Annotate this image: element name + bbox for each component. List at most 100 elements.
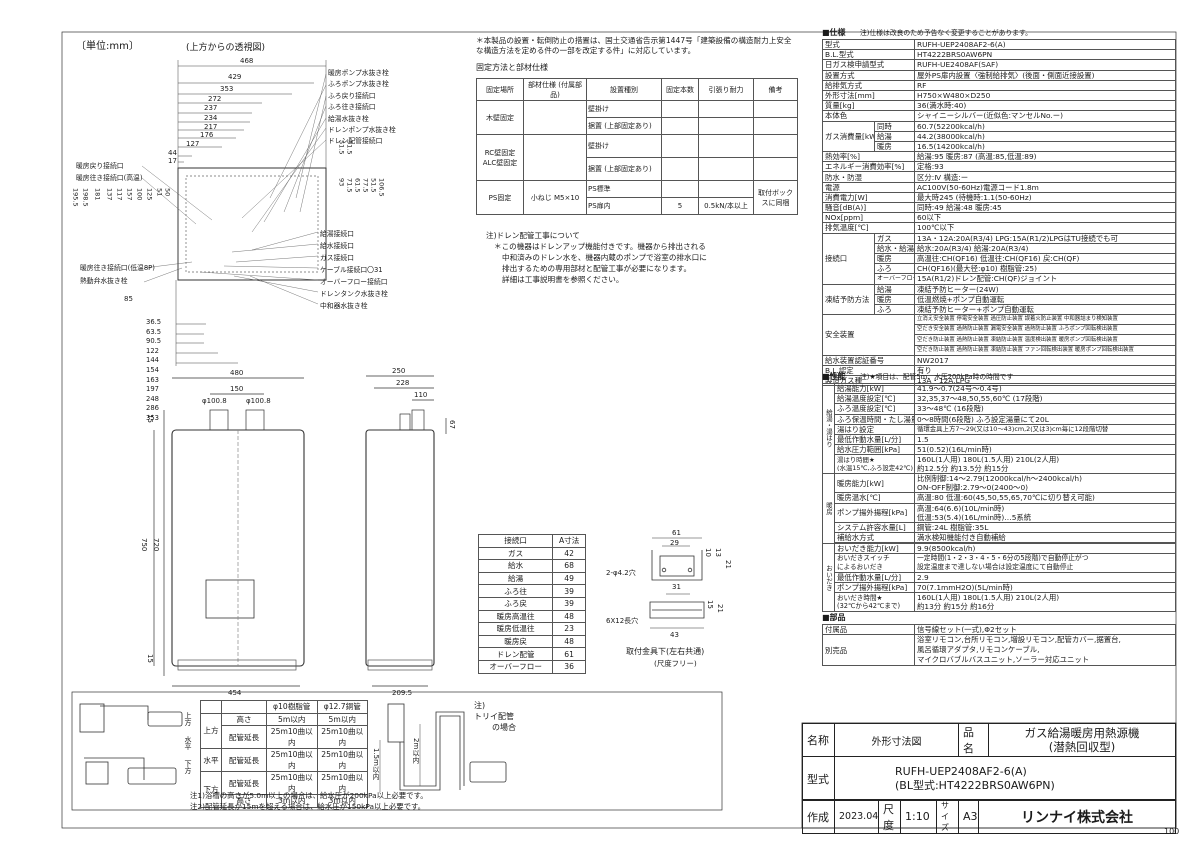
front-base: 454: [228, 689, 242, 697]
bracket-slots: 6X12長穴: [606, 617, 639, 625]
side-width: 250: [392, 367, 406, 375]
label-bath-pump-drain: ふろポンプ水抜き栓: [328, 80, 389, 89]
top-view-label: (上方からの透視図): [186, 43, 266, 53]
side-height: 67: [448, 420, 456, 429]
pipe-label-horizontal: 水平: [184, 736, 192, 750]
spec-title: ■仕様: [822, 28, 846, 37]
pipe-label-down: 下方: [184, 760, 192, 774]
hinmei-label: 品名: [958, 723, 989, 757]
right-connection-labels-lower: 給湯接続口 給水接続口 ガス接続口 ケーブル接続口〇31 オーバーフロー接続口 …: [320, 230, 388, 310]
front-bottom: 15: [146, 654, 154, 663]
label-drain-pipe: ドレン配管接続口: [328, 137, 383, 146]
label-heating-supply-low: 暖房往き接続口(低温8P): [80, 264, 155, 272]
bottom-dims: 36.5 63.5 90.5 122 144 154 163 197 248 2…: [146, 318, 162, 422]
bracket-h3: 21: [724, 560, 732, 569]
front-duct-2: φ100.8: [246, 397, 271, 405]
dim-85: 85: [124, 295, 133, 303]
date: 2023.04: [834, 799, 879, 834]
scale-label: 尺度: [878, 799, 901, 834]
bracket-caption-2: (尺度フリー): [654, 659, 697, 668]
fix-method-table: 固定場所 部材仕様 (付属部品) 設置種別 固定本数 引張り耐力 備考 木壁固定…: [476, 78, 798, 215]
label-neutralizer-drain: 中和器水抜き栓: [320, 302, 368, 310]
front-height-inner: 720: [152, 538, 160, 552]
side-width-2: 228: [396, 379, 410, 387]
bracket-d1: 31: [672, 583, 681, 591]
perf-table: 給湯・湯はり給湯能力[kW]41.9～0.7(24号～0.4号) 給湯温度設定[…: [822, 382, 1176, 613]
label-heating-return: 暖房戻り接続口: [76, 162, 124, 170]
parts-table: 付属品信号線セット(一式),Φ2セット 別売品浴室リモコン,台所リモコン,増設リ…: [822, 623, 1176, 667]
installation-notice: ＊本製品の設置・転倒防止の措置は、国土交通省告示第1447号「建築設備の構造耐力…: [476, 36, 792, 55]
page-number: 100: [1164, 827, 1180, 836]
side-width-3: 110: [414, 391, 428, 399]
drain-note: 注)ドレン配管工事について ＊この機器はドレンアップ機能付きです。機器から排出さ…: [486, 231, 707, 284]
trap-dim-1: 1.5m以内: [372, 748, 380, 780]
front-duct-1: φ100.8: [202, 397, 227, 405]
hinmei-value: ガス給湯暖房用熱源機 (潜熱回収型): [988, 723, 1176, 757]
name-label: 名称: [802, 723, 835, 757]
left-connection-labels-lower: 暖房往き接続口(低温8P) 熱動弁水抜き栓: [80, 262, 155, 288]
side-base: 209.5: [392, 689, 413, 697]
dim-468: 468: [240, 57, 254, 65]
title-block-bottom: 作成 2023.04 尺度 1:10 サイズ A3 リンナイ株式会社: [802, 799, 1176, 834]
dim-217: 217: [204, 123, 218, 131]
trap-note: 注) トリイ配管 の場合: [474, 701, 516, 732]
label-bath-return: ふろ戻り接続口: [328, 91, 376, 100]
company-name: リンナイ株式会社: [978, 799, 1176, 834]
bracket-h5: 21: [716, 604, 724, 613]
label-cable: ケーブル接続口: [320, 266, 368, 274]
spec-note: 注)仕様は改良のため予告なく変更することがあります。: [860, 29, 1032, 37]
bracket-d2: 43: [670, 631, 679, 639]
bracket-width: 61: [672, 529, 681, 537]
label-thermal-valve-drain: 熱動弁水抜き栓: [80, 277, 128, 285]
left-connection-labels: 暖房戻り接続口 暖房往き接続口(高温): [76, 160, 142, 184]
dim-353: 353: [220, 85, 234, 93]
bracket-h4: 15: [706, 600, 714, 609]
model-label: 型式: [802, 756, 835, 801]
parts-title: ■部品: [822, 613, 846, 622]
label-hot-water-drain: 給湯水抜き栓: [328, 114, 369, 123]
dim-17: 17: [168, 157, 177, 165]
bracket-h1: 10: [704, 548, 712, 557]
label-overflow: オーバーフロー接続口: [320, 278, 388, 286]
label-gas-inlet: ガス接続口: [320, 254, 354, 262]
unit-label: 〔単位:mm〕: [76, 41, 139, 52]
perf-title: ■性能: [822, 372, 846, 381]
fix-method-title: 固定方法と部材仕様: [476, 63, 548, 72]
front-width: 480: [230, 369, 244, 377]
right-vertical-dims: 51.5 31.5 93 71.5 61.5 77.5 51.5 106.5: [337, 140, 386, 197]
right-connection-labels: 暖房ポンプ水抜き栓 ふろポンプ水抜き栓 ふろ戻り接続口 ふろ往き接続口 給湯水抜…: [328, 68, 396, 148]
label-water-inlet: 給水接続口: [320, 242, 354, 250]
bracket-caption: 取付金具下(左右共通): [626, 647, 705, 656]
cable-dim: 31: [373, 266, 383, 274]
label-heating-pump-drain: 暖房ポンプ水抜き栓: [328, 69, 389, 77]
dim-44: 44: [168, 149, 177, 157]
made-label: 作成: [802, 799, 835, 834]
title-block: 名称 外形寸法図 品名 ガス給湯暖房用熱源機 (潜熱回収型) 型式 RUFH-U…: [802, 723, 1176, 801]
label-heating-supply-high: 暖房往き接続口(高温): [76, 174, 143, 182]
pipe-notes: 注1)浴槽の高さが5.0m以上の場合は、給水圧が200kPa以上必要です。 注2…: [190, 791, 428, 811]
front-height: 750: [140, 538, 148, 552]
pipe-label-up: 上方: [184, 712, 192, 726]
perf-note: 注)★項目は、配管5m、水圧200kPa時の時間です: [860, 373, 1014, 381]
dim-234: 234: [204, 114, 218, 122]
scale: 1:10: [900, 799, 937, 834]
front-mid: 150: [230, 385, 244, 393]
label-drain-tank-drain: ドレンタンク水抜き栓: [320, 290, 388, 298]
size: A3: [958, 799, 979, 834]
label-hot-water-outlet: 給湯接続口: [320, 230, 354, 238]
dim-127: 127: [186, 140, 200, 148]
model-value: RUFH-UEP2408AF2-6(A) (BL型式:HT4222BRS0AW6…: [834, 756, 1176, 801]
bracket-holes: 2-φ4.2穴: [606, 569, 636, 577]
dim-429: 429: [228, 73, 242, 81]
label-bath-supply: ふろ往き接続口: [328, 103, 376, 112]
dim-272: 272: [208, 95, 222, 103]
name-value: 外形寸法図: [834, 723, 959, 757]
bracket-width-2: 29: [670, 539, 679, 547]
bracket-h2: 13: [714, 548, 722, 557]
dim-176: 176: [200, 131, 214, 139]
